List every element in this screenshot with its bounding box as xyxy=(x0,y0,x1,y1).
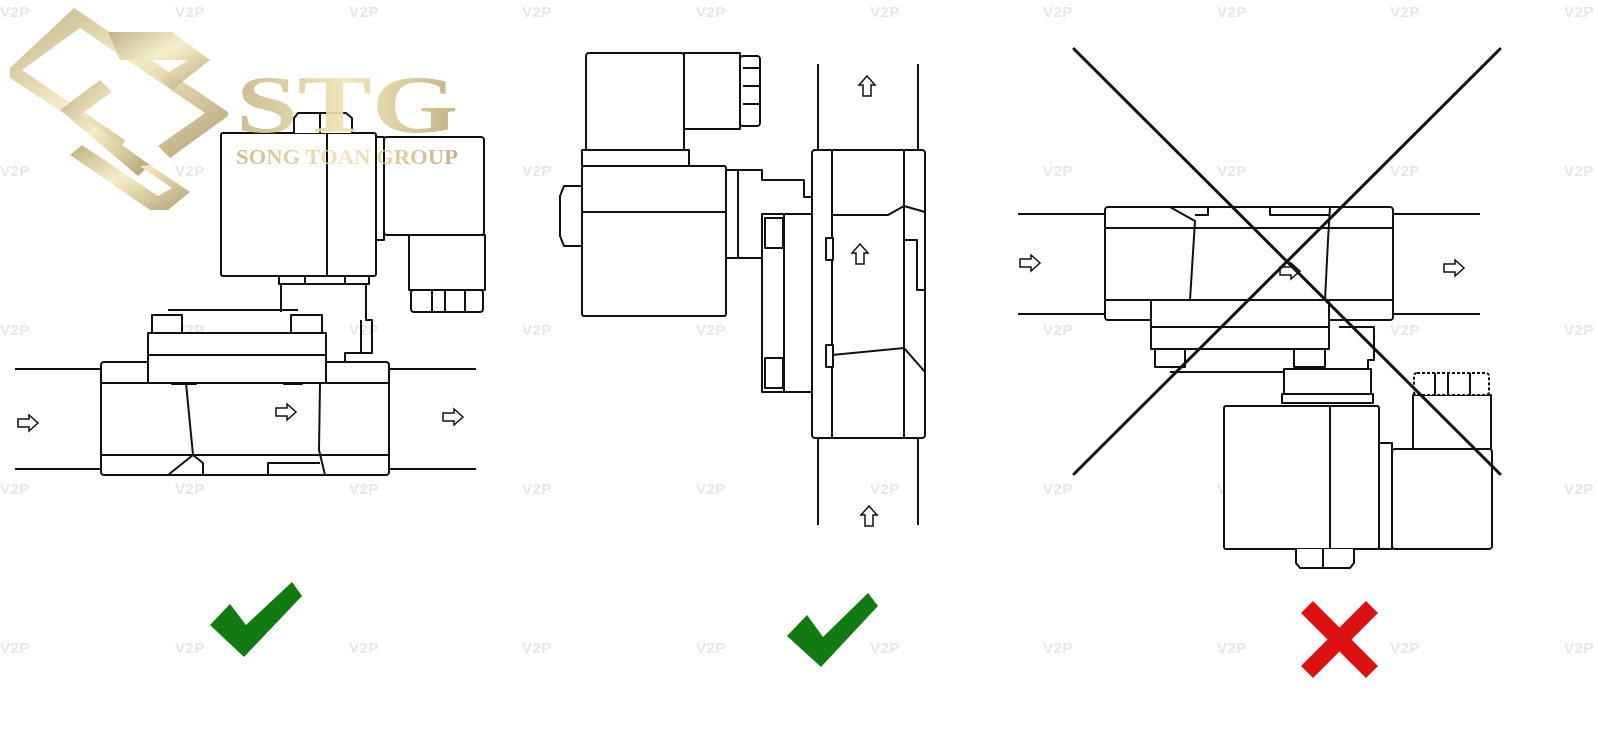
check-mark-icon xyxy=(787,593,878,667)
panel-vertical-side xyxy=(559,52,926,525)
panel-horizontal-inverted xyxy=(1018,206,1493,569)
flow-arrow-top-icon xyxy=(858,75,876,97)
logo-company: SONG TOAN GROUP xyxy=(236,145,458,169)
panel-horizontal-upright xyxy=(15,112,486,476)
check-mark-icon xyxy=(210,582,302,657)
flow-arrow-in-icon xyxy=(1019,254,1041,272)
strike-through-cross xyxy=(1072,47,1502,476)
cross-mark-icon xyxy=(1300,600,1379,679)
logo-brand: STG xyxy=(236,59,458,150)
flow-arrow-out-icon xyxy=(1443,259,1465,277)
logo-emblem-icon xyxy=(10,8,228,210)
flow-arrow-in-icon xyxy=(17,414,39,432)
flow-arrow-out-icon xyxy=(442,408,464,426)
stg-logo: STG SONG TOAN GROUP xyxy=(10,8,458,210)
flow-arrow-bottom-icon xyxy=(860,505,878,527)
